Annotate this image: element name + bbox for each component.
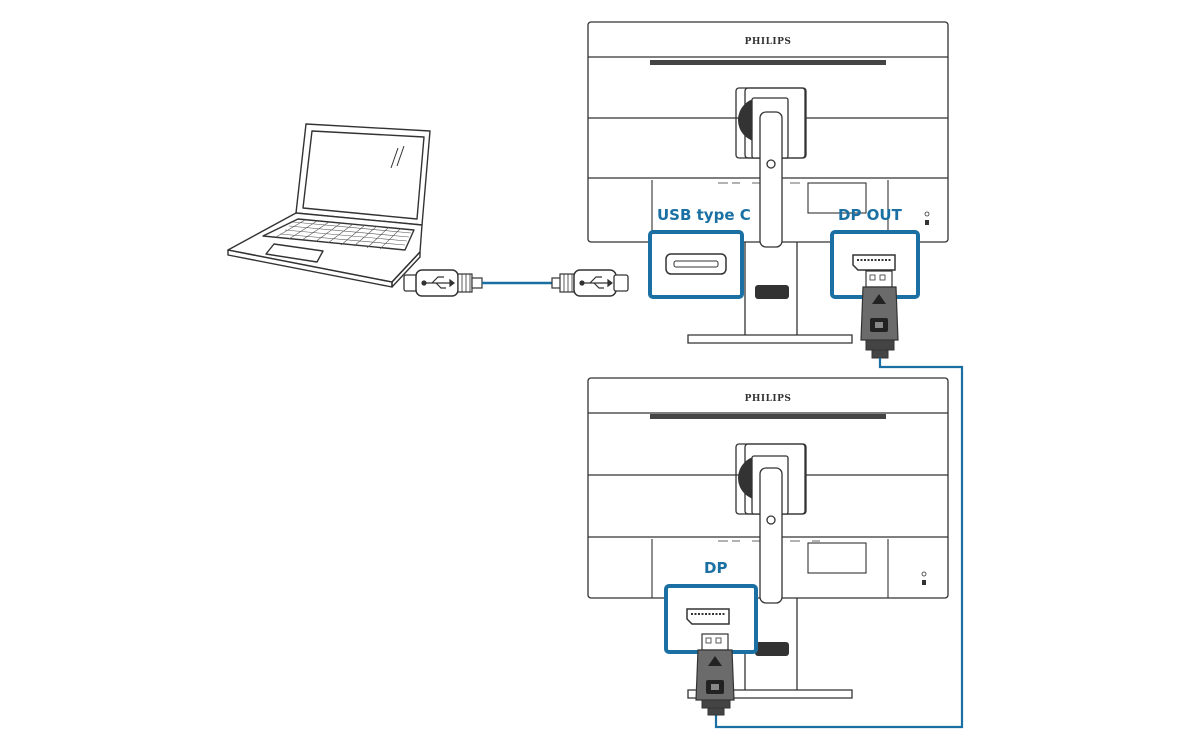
usb-type-c-label: USB type C — [657, 206, 751, 224]
keyboard — [275, 219, 412, 250]
dp-in-label: DP — [704, 559, 727, 577]
dp-out-port — [852, 254, 896, 271]
displayport-plug-icon — [695, 633, 735, 716]
dp-out-label: DP OUT — [838, 206, 903, 224]
dp-cable — [714, 358, 964, 729]
laptop-icon — [227, 123, 431, 288]
usb-type-c-port-highlight — [648, 230, 744, 299]
usb-type-c-port — [665, 253, 727, 275]
usb-icon — [421, 276, 455, 289]
displayport-plug-icon — [860, 270, 899, 359]
brand-logo-bottom: PHILIPS — [745, 394, 792, 404]
usb-icon — [579, 276, 613, 289]
brand-logo-top: PHILIPS — [745, 37, 792, 47]
monitor-top — [587, 21, 949, 344]
monitor-bottom — [587, 377, 949, 699]
usb-cable — [403, 269, 629, 297]
dp-in-port — [686, 608, 730, 625]
